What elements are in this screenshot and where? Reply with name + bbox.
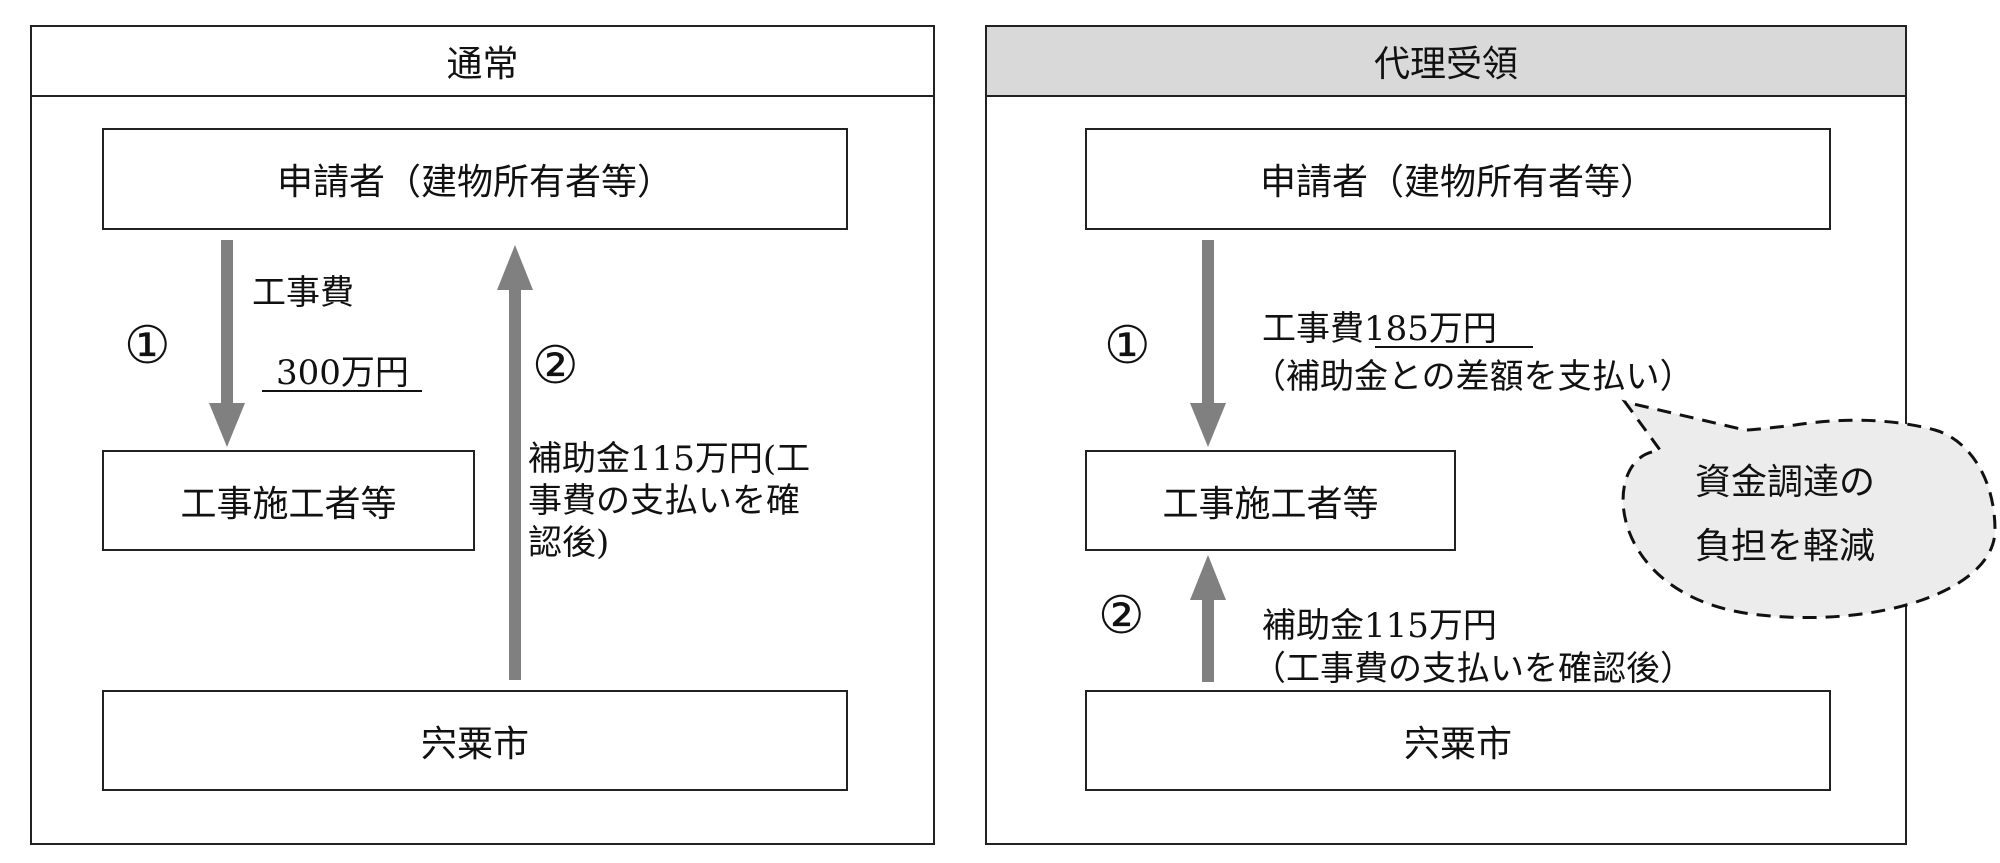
proxy-subsidy-note: （工事費の支払いを確認後） <box>1252 649 1694 689</box>
normal-subsidy-line1: 補助金115万円(工 <box>528 439 811 479</box>
normal-step1-number: ① <box>124 316 171 376</box>
bubble-text-line2: 負担を軽減 <box>1695 526 1876 567</box>
normal-subsidy-line2: 事費の支払いを確 <box>528 481 800 521</box>
proxy-down-arrow <box>1190 240 1226 447</box>
normal-down-arrow <box>209 240 245 447</box>
proxy-cost-note: （補助金との差額を支払い） <box>1252 357 1694 397</box>
proxy-cost-line: 工事費185万円 <box>1262 308 1497 351</box>
normal-city-box: 宍粟市 <box>102 690 848 791</box>
normal-step2-number: ② <box>532 336 579 396</box>
normal-cost-label: 工事費 <box>252 273 354 313</box>
normal-up-arrow <box>497 245 533 680</box>
proxy-step2-number: ② <box>1098 586 1145 646</box>
proxy-step1-number: ① <box>1104 316 1151 376</box>
proxy-applicant-box: 申請者（建物所有者等） <box>1085 128 1831 230</box>
proxy-up-arrow <box>1190 555 1226 682</box>
proxy-subsidy-amount: 補助金115万円 <box>1262 606 1497 646</box>
proxy-city-box: 宍粟市 <box>1085 690 1831 791</box>
proxy-contractor-box: 工事施工者等 <box>1085 450 1456 551</box>
speech-bubble <box>1621 399 1997 619</box>
bubble-text-line1: 資金調達の <box>1695 462 1876 503</box>
normal-subsidy-line3: 認後) <box>528 523 610 563</box>
proxy-cost-amount: 185万円 <box>1364 309 1497 349</box>
panel-proxy-title: 代理受領 <box>987 27 1905 97</box>
panel-normal-title: 通常 <box>32 27 933 97</box>
normal-contractor-box: 工事施工者等 <box>102 450 475 551</box>
normal-applicant-box: 申請者（建物所有者等） <box>102 128 848 230</box>
proxy-cost-label: 工事費 <box>1262 309 1364 349</box>
normal-cost-amount: 300万円 <box>276 353 409 393</box>
